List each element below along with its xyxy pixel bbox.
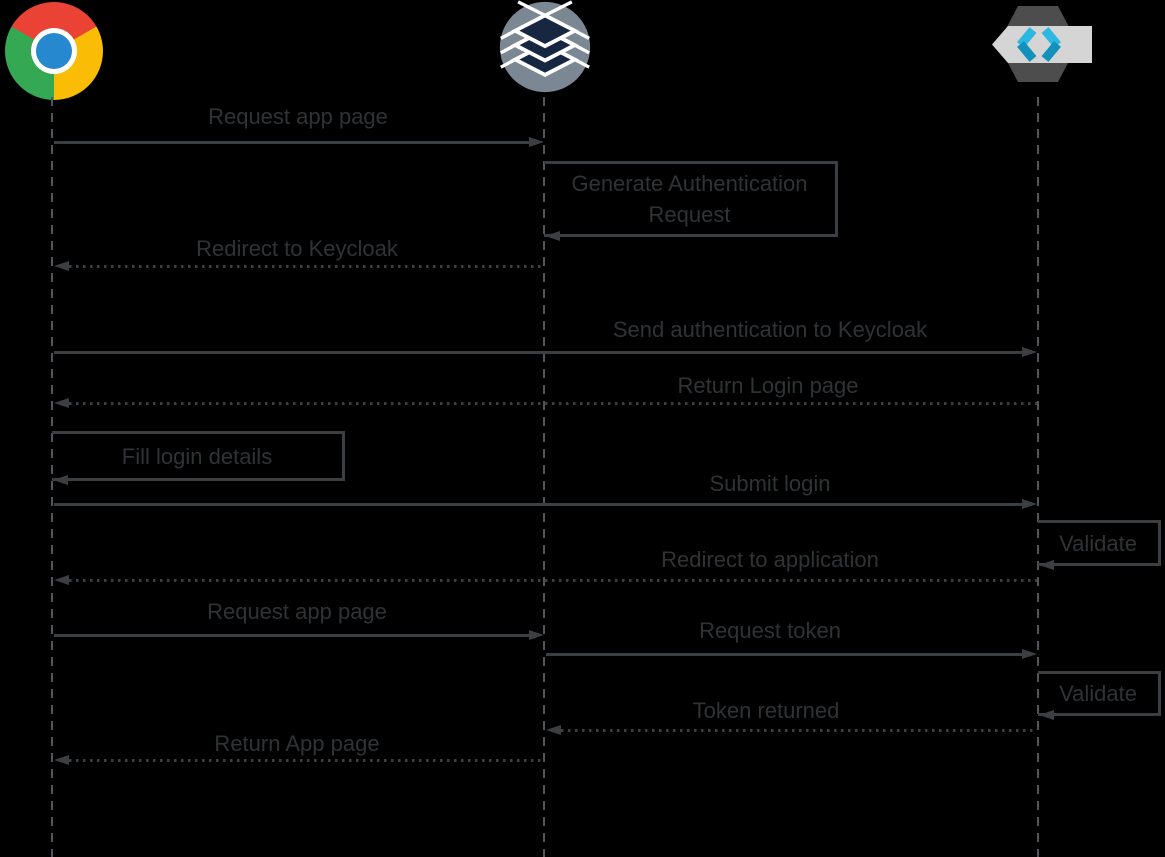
message-label: Generate Authentication Request bbox=[571, 171, 808, 227]
lifeline-keycloak bbox=[1037, 97, 1039, 857]
message-label: Validate bbox=[1059, 681, 1137, 706]
message-label: Return App page bbox=[214, 731, 380, 756]
dotted-arrow-line bbox=[69, 579, 1037, 582]
arrowhead-left-icon bbox=[54, 261, 69, 271]
self-message-box: Fill login details bbox=[52, 431, 345, 481]
arrowhead-left-icon bbox=[53, 475, 68, 485]
arrowhead-right-icon bbox=[1022, 649, 1037, 659]
self-message-box: Validate bbox=[1038, 671, 1161, 716]
arrowhead-left-icon bbox=[1039, 710, 1054, 720]
message-label: Validate bbox=[1059, 530, 1137, 556]
message-label: Send authentication to Keycloak bbox=[612, 317, 928, 342]
solid-arrow-line bbox=[54, 351, 1022, 354]
dotted-arrow-line bbox=[561, 729, 1037, 732]
lifeline-browser bbox=[51, 97, 53, 857]
layers-stack-icon bbox=[499, 0, 591, 93]
dotted-arrow-line bbox=[69, 265, 544, 268]
arrowhead-left-icon bbox=[545, 231, 560, 241]
arrowhead-left-icon bbox=[54, 755, 69, 765]
message-label: Submit login bbox=[709, 471, 831, 496]
solid-arrow-line bbox=[54, 634, 529, 637]
arrowhead-right-icon bbox=[1022, 347, 1037, 357]
message-label: Return Login page bbox=[677, 373, 859, 398]
solid-arrow-line bbox=[54, 503, 1022, 506]
arrowhead-right-icon bbox=[529, 630, 544, 640]
message-label: Request token bbox=[699, 618, 841, 643]
arrowhead-left-icon bbox=[1039, 560, 1054, 570]
lifeline-application bbox=[543, 97, 545, 857]
chrome-browser-icon bbox=[5, 2, 103, 100]
arrowhead-left-icon bbox=[54, 398, 69, 408]
solid-arrow-line bbox=[546, 653, 1022, 656]
arrowhead-right-icon bbox=[1022, 499, 1037, 509]
dotted-arrow-line bbox=[69, 759, 544, 762]
message-label: Request app page bbox=[208, 104, 388, 129]
message-label: Fill login details bbox=[121, 443, 273, 469]
message-label: Token returned bbox=[692, 698, 840, 723]
arrowhead-left-icon bbox=[546, 725, 561, 735]
message-label: Redirect to application bbox=[661, 547, 879, 572]
solid-arrow-line bbox=[54, 141, 529, 144]
message-label: Request app page bbox=[207, 599, 387, 624]
message-label: Redirect to Keycloak bbox=[196, 236, 398, 261]
arrowhead-right-icon bbox=[529, 137, 544, 147]
chrome-blue-center bbox=[36, 33, 72, 69]
keycloak-icon bbox=[992, 6, 1092, 82]
self-message-box: Validate bbox=[1038, 520, 1161, 566]
dotted-arrow-line bbox=[69, 402, 1037, 405]
self-message-box: Generate Authentication Request bbox=[544, 161, 838, 237]
arrowhead-left-icon bbox=[54, 575, 69, 585]
